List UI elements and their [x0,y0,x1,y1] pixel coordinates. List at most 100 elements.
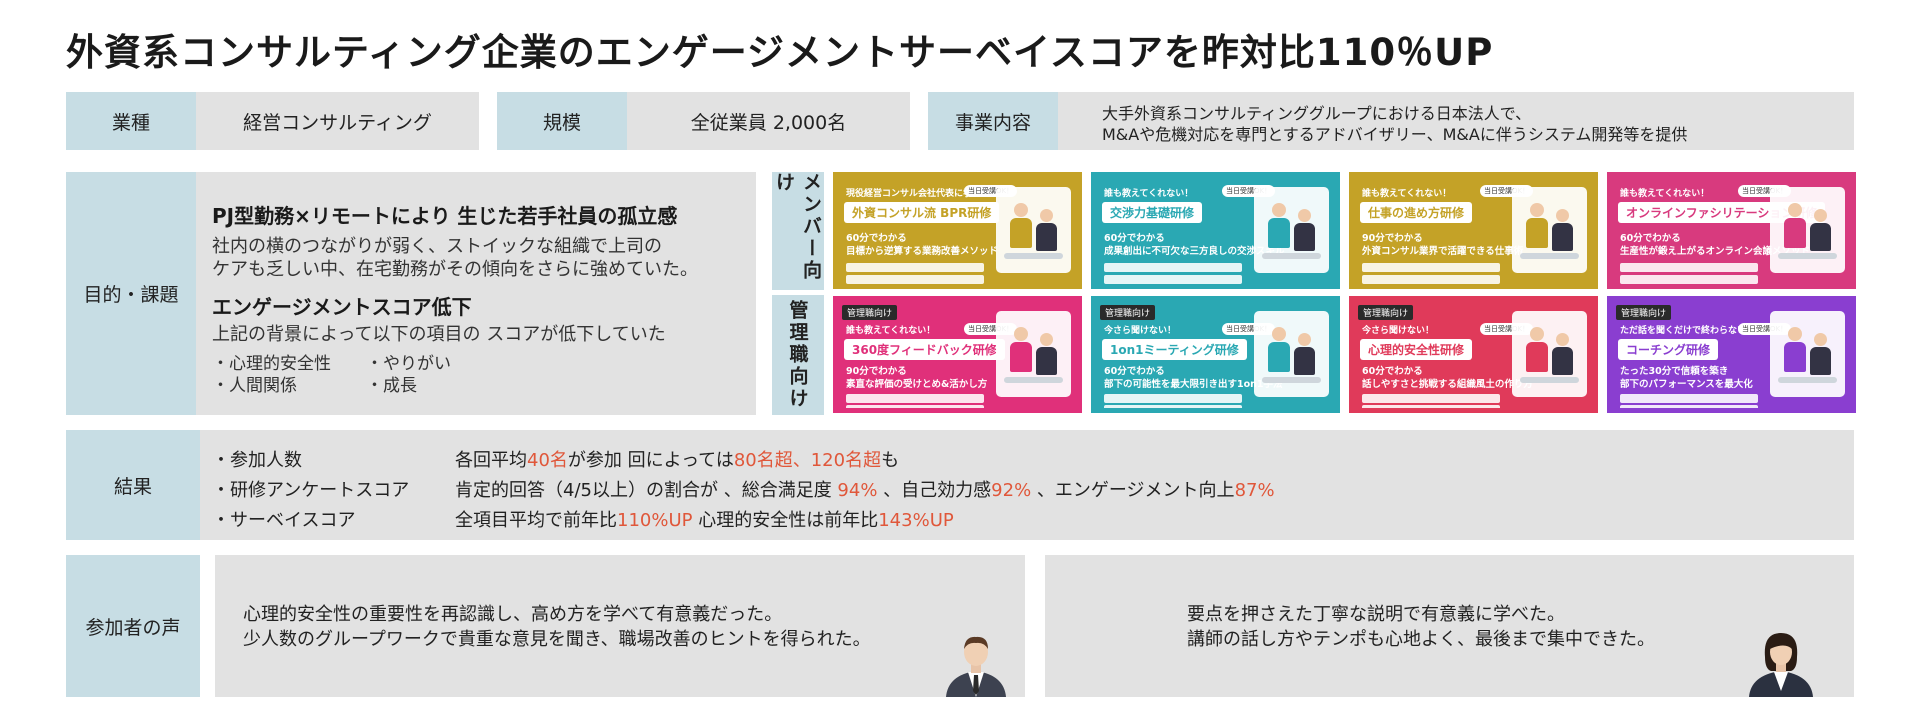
voice-card-2: 要点を押さえた丁寧な説明で有意義に学べた。 講師の話し方やテンポも心地よく、最後… [1045,555,1854,697]
purpose-item: ・人間関係 [212,376,297,396]
training-illustration [1770,311,1845,397]
purpose-item: ・やりがい [366,354,451,374]
voice-1-line-1: 心理的安全性の重要性を再認識し、高め方を学べて有意義だった。 [243,604,783,625]
training-subtitle: 今さら聞けない！ [1104,326,1177,336]
training-illustration [1254,187,1329,273]
highlight-value: 92% [991,480,1032,501]
member-row-label: メンバー向け [772,172,824,290]
purpose-body-1-line-2: ケアも乏しい中、在宅勤務がその傾向をさらに強めていた。 [212,259,698,280]
bullet-bar [1362,275,1500,284]
result-participants: 各回平均40名が参加 回によっては80名超、120名超も [455,450,900,471]
bullet-bar [1620,275,1758,284]
purpose-body-1-line-1: 社内の横のつながりが弱く、ストイックな組織で上司の [212,236,662,257]
highlight-value: 87% [1234,480,1275,501]
manager-row-label: 管理職向け [772,295,824,415]
bullet-bar [1104,405,1242,408]
result-score: 全項目平均で前年比110%UP 心理的安全性は前年比143%UP [455,510,954,531]
bullet-bar [846,275,984,284]
results-label: 結果 [66,430,200,540]
training-description: 60分でわかる成果創出に不可欠な三方良しの交渉スキル [1104,233,1285,257]
voice-2-line-2: 講師の話し方やテンポも心地よく、最後まで集中できた。 [1187,629,1655,650]
business-line-2: M&Aや危機対応を専門とするアドバイザリー、M&Aに伴うシステム開発等を提供 [1102,125,1688,144]
bullet-bar [1620,263,1758,272]
result-key-participants: ・参加人数 [212,450,302,471]
training-subtitle: ただ話を聞くだけで終わらない！ [1620,326,1756,336]
highlight-value: 94% [837,480,878,501]
business-description: 大手外資系コンサルティンググループにおける日本法人で、 M&Aや危機対応を専門と… [1102,103,1687,145]
purpose-heading-2: エンゲージメントスコア低下 [212,295,472,319]
training-title: 交渉力基礎研修 [1102,202,1203,223]
bullet-bar [1104,275,1242,284]
manager-badge: 管理職向け [1616,305,1672,320]
training-illustration [1254,311,1329,397]
training-description: 60分でわかる目標から逆算する業務改善メソッド [846,233,999,257]
voice-card-1: 心理的安全性の重要性を再認識し、高め方を学べて有意義だった。 少人数のグループワ… [215,555,1025,697]
training-illustration [1512,311,1587,397]
training-description: 90分でわかる素直な評価の受けとめ&活かし方 [846,366,988,390]
result-key-score: ・サーベイスコア [212,510,356,531]
training-title: コーチング研修 [1618,339,1719,360]
manager-badge: 管理職向け [842,305,898,320]
purpose-body-2: 上記の背景によって以下の項目の スコアが低下していた [212,324,666,345]
man-avatar-icon [946,636,1006,697]
scale-value: 全従業員 2,000名 [690,111,847,134]
training-description: 60分でわかる部下の可能性を最大限引き出す1on1手法 [1104,366,1283,390]
training-illustration [1770,187,1845,273]
training-title: 外資コンサル流 BPR研修 [844,202,1000,223]
highlight-value: 143%UP [878,510,954,531]
business-panel [928,92,1854,150]
training-card[interactable]: 管理職向けただ話を聞くだけで終わらない！当日受講OK！コーチング研修たった30分… [1607,296,1856,413]
bullet-bar [1620,394,1758,403]
training-title: 1on1ミーティング研修 [1102,339,1247,360]
manager-badge: 管理職向け [1358,305,1414,320]
purpose-label: 目的・課題 [66,172,196,415]
manager-badge: 管理職向け [1100,305,1156,320]
woman-avatar-icon [1749,633,1813,697]
page-title: 外資系コンサルティング企業のエンゲージメントサーベイスコアを昨対比110％UP [66,31,1494,74]
training-illustration [996,187,1071,273]
training-description: 60分でわかる生産性が鍛え上がるオンライン会議メソッド [1620,233,1811,257]
training-illustration [1512,187,1587,273]
highlight-value: 110%UP [617,510,693,531]
bullet-bar [1620,405,1758,408]
voices-label: 参加者の声 [66,555,200,697]
bullet-bar [1362,263,1500,272]
bullet-bar [846,405,984,408]
training-description: 90分でわかる外資コンサル業界で活躍できる仕事術 [1362,233,1524,257]
training-subtitle: 今さら聞けない！ [1362,326,1435,336]
voice-2-line-1: 要点を押さえた丁寧な説明で有意義に学べた。 [1187,604,1565,625]
scale-label: 規模 [497,92,627,150]
training-title: 仕事の進め方研修 [1360,202,1473,223]
training-illustration [996,311,1071,397]
training-subtitle: 現役経営コンサル会社代表に学ぶ [846,189,982,199]
training-title: 心理的安全性研修 [1360,339,1473,360]
business-label: 事業内容 [928,92,1058,150]
bullet-bar [846,263,984,272]
result-key-survey: ・研修アンケートスコア [212,480,410,501]
purpose-heading-1: PJ型勤務×リモートにより 生じた若手社員の孤立感 [212,204,678,228]
results-panel [66,430,1854,540]
bullet-bar [1104,394,1242,403]
training-description: 60分でわかる話しやすさと挑戦する組織風土の作り方 [1362,366,1533,390]
highlight-value: 80名超、120名超 [733,450,882,471]
bullet-bar [1104,263,1242,272]
bullet-bar [846,394,984,403]
training-subtitle: 誰も教えてくれない！ [846,326,936,336]
purpose-item: ・成長 [366,376,417,396]
training-subtitle: 誰も教えてくれない！ [1620,189,1710,199]
bullet-bar [1362,405,1500,408]
industry-value: 経営コンサルティング [243,111,432,134]
highlight-value: 40名 [527,450,568,471]
bullet-bar [1362,394,1500,403]
voice-1-line-2: 少人数のグループワークで貴重な意見を聞き、職場改善のヒントを得られた。 [243,629,871,650]
training-subtitle: 誰も教えてくれない！ [1362,189,1452,199]
result-survey: 肯定的回答（4/5以上）の割合が 、総合満足度 94% 、自己効力感92% 、エ… [455,480,1275,501]
business-line-1: 大手外資系コンサルティンググループにおける日本法人で、 [1102,104,1532,123]
